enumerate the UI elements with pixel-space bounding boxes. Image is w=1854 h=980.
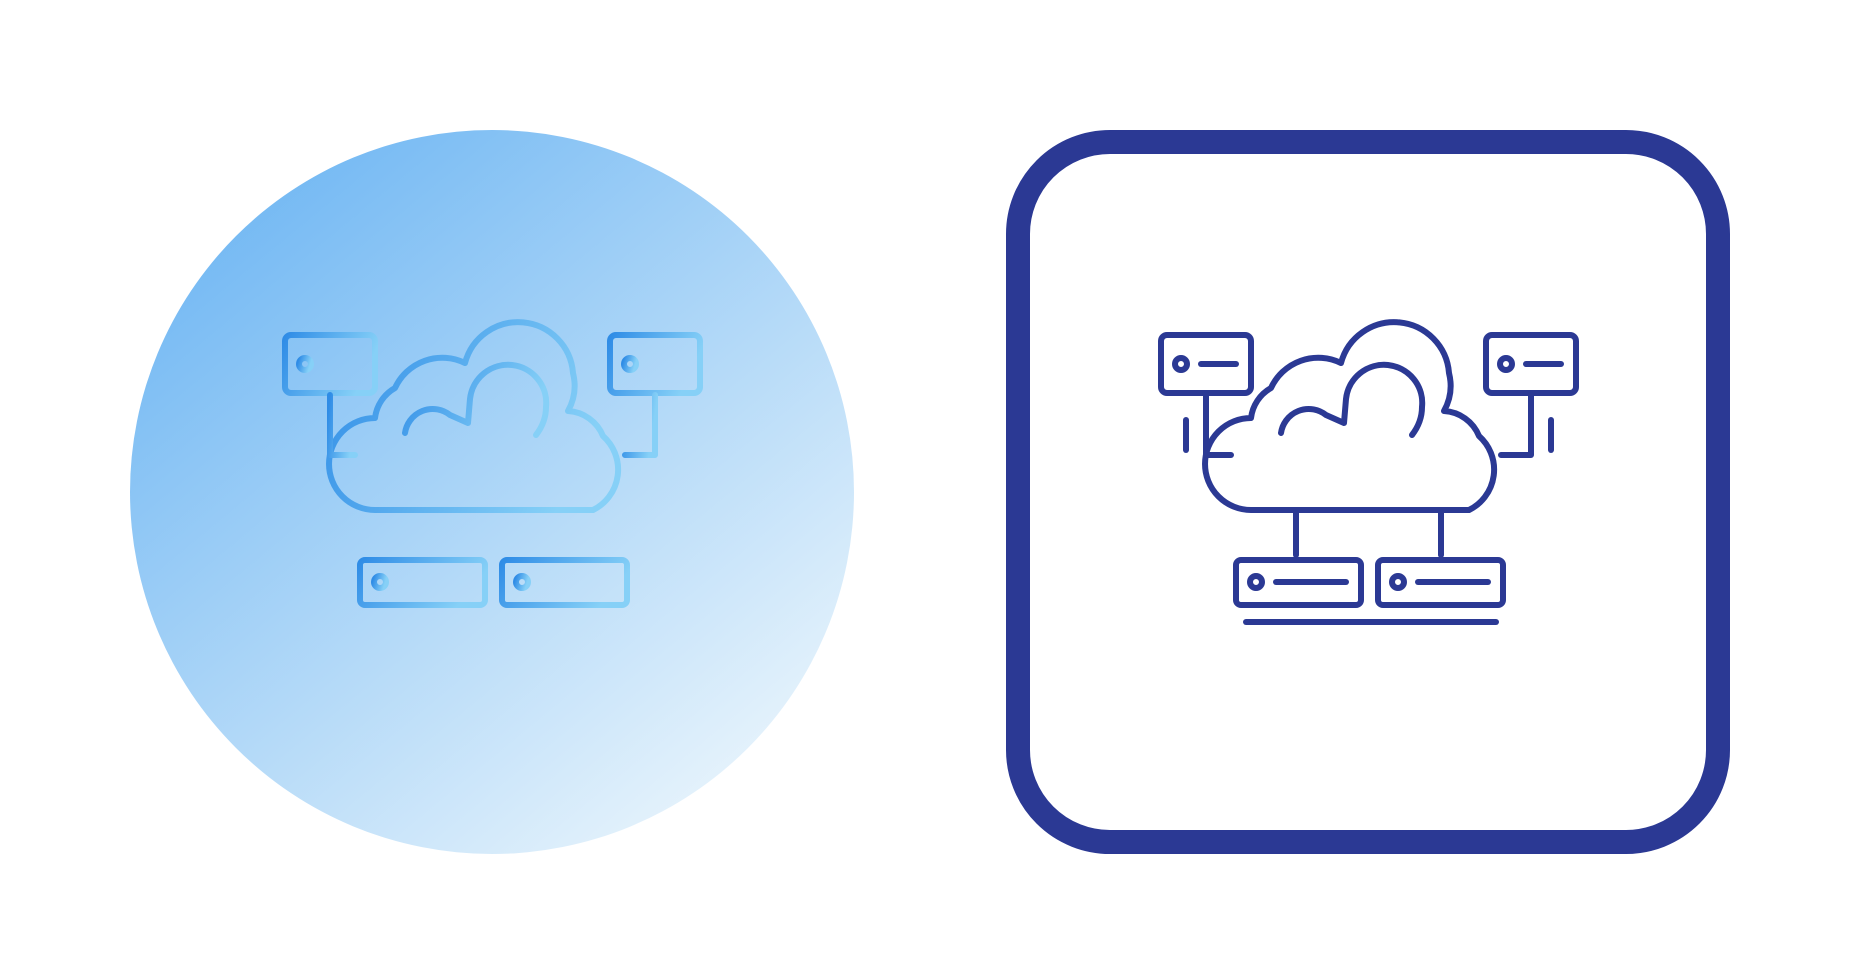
cloud-network-lines-navy bbox=[1158, 319, 1579, 625]
gradient-icon-svg bbox=[130, 130, 854, 854]
rounded-square-frame bbox=[1006, 130, 1730, 854]
background-circle bbox=[130, 130, 854, 854]
cloud-network-lines bbox=[282, 319, 703, 625]
outline-icon-svg bbox=[1006, 130, 1730, 854]
cloud-server-network-outline-icon bbox=[1006, 130, 1730, 854]
cloud-server-network-gradient-icon bbox=[130, 130, 854, 854]
